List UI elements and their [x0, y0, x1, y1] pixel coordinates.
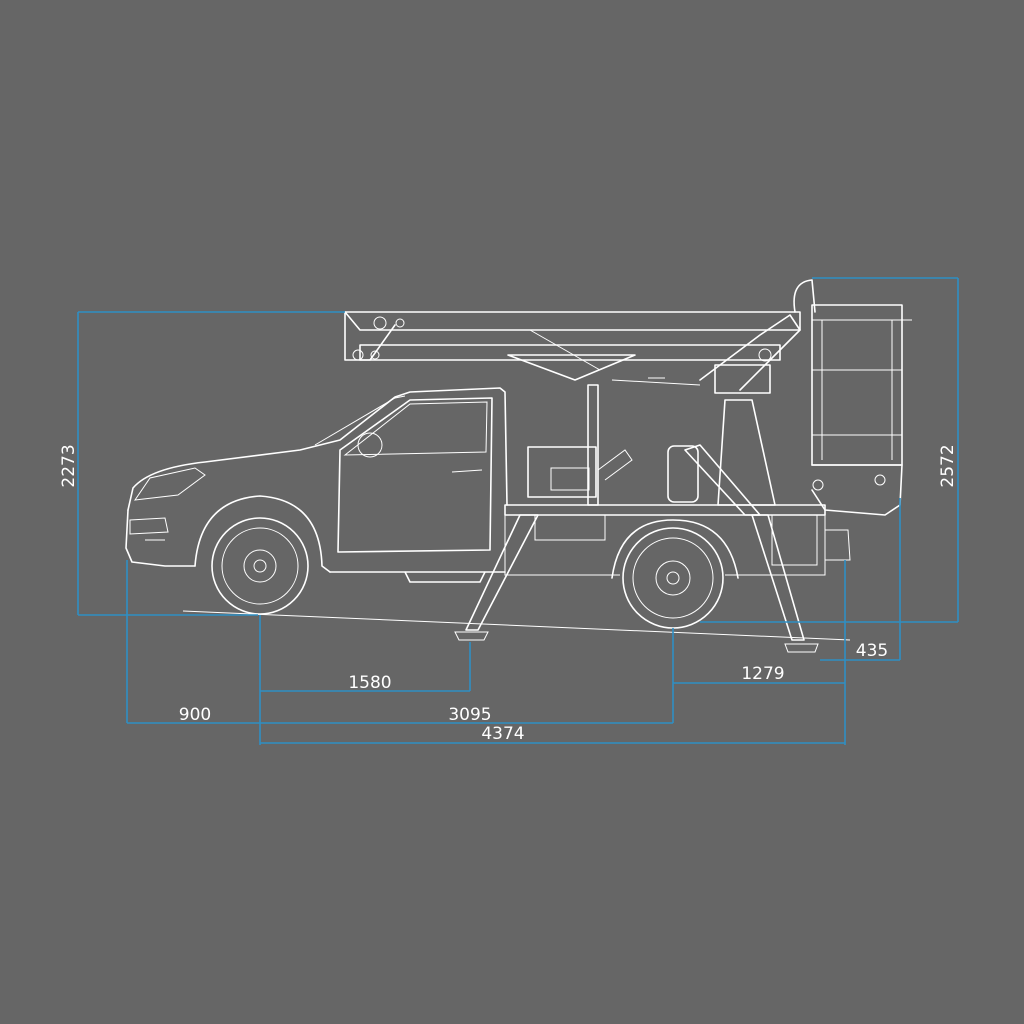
- basket-pivot-1: [812, 479, 824, 491]
- basket-rails: [812, 319, 912, 460]
- truck-front-body: [127, 387, 508, 511]
- bracket: [597, 449, 633, 481]
- dim-label-1580: 1580: [348, 673, 391, 693]
- front-wheel-arch: [194, 495, 331, 573]
- dim-label-900: 900: [179, 705, 211, 725]
- boom-pivot-2: [352, 349, 364, 361]
- dim-line-2572: [700, 277, 959, 623]
- upper-boom: [344, 311, 801, 331]
- basket-support: [811, 464, 903, 516]
- boom-rest: [507, 354, 636, 381]
- platform-basket: [811, 304, 903, 466]
- boom-link: [344, 311, 396, 361]
- turret-column: [587, 384, 599, 506]
- dim-label-435: 435: [856, 641, 888, 661]
- side-step: [329, 571, 506, 583]
- elbow-joint: [699, 314, 801, 391]
- windshield: [314, 395, 406, 446]
- front-outrigger: [465, 514, 539, 631]
- front-outrigger-pad: [454, 631, 489, 641]
- rear-outrigger: [751, 514, 805, 641]
- dim-label-2572: 2572: [938, 444, 958, 487]
- mast-outrigger: [684, 444, 761, 516]
- dim-line-435: [820, 498, 901, 661]
- dim-line-3095: [260, 683, 674, 724]
- basket-pivot-2: [874, 474, 886, 486]
- dimension-labels: 2273 2572 435 1279 1580 900 3095 4374: [59, 444, 958, 744]
- rear-wheel-arch: [611, 519, 739, 579]
- dim-label-3095: 3095: [448, 705, 491, 725]
- aerial-platform-truck-drawing: [125, 279, 912, 653]
- chassis-frame: [504, 515, 826, 576]
- toolbox-panel: [550, 467, 590, 491]
- side-mirror: [357, 432, 383, 458]
- rear-wheel: [622, 527, 724, 629]
- dim-label-2273: 2273: [59, 444, 79, 487]
- boom-pivot-1: [373, 316, 387, 330]
- dim-label-4374: 4374: [481, 724, 524, 744]
- cab-door: [337, 397, 493, 553]
- dim-label-1279: 1279: [741, 664, 784, 684]
- dim-line-1279: [672, 560, 846, 745]
- rear-bumper: [825, 529, 851, 561]
- jib-head: [714, 364, 771, 394]
- boom-cylinder: [529, 329, 701, 386]
- door-handle: [451, 469, 483, 473]
- hydraulic-tank: [667, 445, 699, 503]
- front-grille: [129, 517, 169, 541]
- ground-line: [182, 610, 851, 641]
- dim-line-900: [126, 560, 260, 724]
- dimension-lines: [77, 277, 959, 745]
- front-wheel: [211, 517, 309, 615]
- basket-hook: [793, 279, 816, 313]
- toolbox-left: [527, 446, 597, 498]
- side-window: [343, 401, 488, 456]
- turret-base: [717, 399, 776, 506]
- rear-chassis: [504, 504, 826, 516]
- elbow-pivot: [758, 348, 772, 362]
- rear-outrigger-pad: [784, 643, 819, 653]
- boom-pivot-4: [370, 350, 380, 360]
- truck-front-bumper: [125, 509, 196, 567]
- lower-boom: [359, 344, 781, 361]
- headlight: [133, 467, 206, 501]
- rear-box: [771, 514, 818, 566]
- boom-pivot-3: [395, 318, 405, 328]
- underbody-box: [534, 514, 606, 541]
- dim-line-2273: [77, 311, 345, 616]
